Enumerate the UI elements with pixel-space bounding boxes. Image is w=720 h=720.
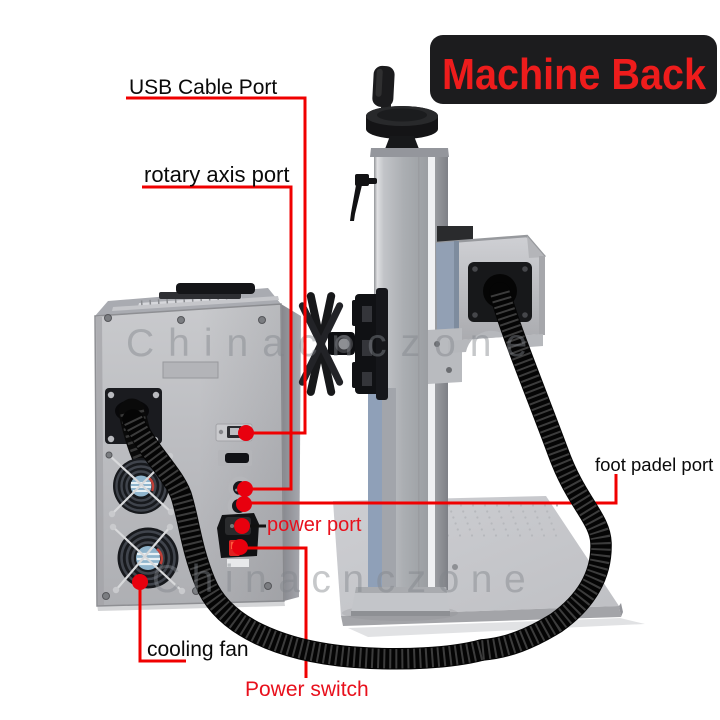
svg-text:cooling fan: cooling fan <box>147 638 249 661</box>
svg-text:Chinacnczone: Chinacnczone <box>152 558 537 601</box>
svg-text:rotary axis port: rotary axis port <box>144 162 290 187</box>
svg-text:USB Cable Port: USB Cable Port <box>129 76 277 99</box>
svg-text:Machine Back: Machine Back <box>442 50 706 99</box>
svg-text:Chinacnczone: Chinacnczone <box>126 322 541 365</box>
svg-text:foot padel port: foot padel port <box>595 454 713 475</box>
svg-text:Power switch: Power switch <box>245 678 369 701</box>
svg-text:power port: power port <box>267 514 362 536</box>
